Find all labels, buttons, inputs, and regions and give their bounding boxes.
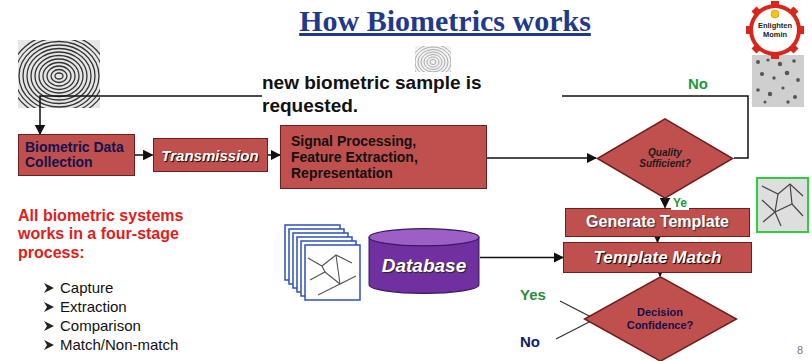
process-box: Transmission [153, 138, 268, 172]
connector-arrow [487, 157, 596, 159]
decision-diamond: Decision Confidence? [583, 276, 738, 361]
minutiae-image [757, 178, 808, 232]
edge-label: No [686, 76, 710, 93]
connector-arrow [268, 154, 281, 156]
fingerprint-dots [752, 55, 804, 107]
connector-arrow [664, 199, 666, 208]
process-box: Template Match [563, 242, 752, 273]
node-label: Quality Sufficient? [622, 147, 708, 170]
connector-arrow [480, 257, 563, 259]
slide-title: How Biometrics works [230, 4, 660, 38]
node-label: Transmission [161, 147, 258, 164]
node-content: Database [368, 228, 480, 294]
template-stack [285, 225, 360, 300]
logo-gear [746, 1, 804, 59]
node-content: Biometric Data Collection [19, 135, 134, 175]
outcome-label: No [520, 334, 560, 351]
node-label: Generate Template [586, 213, 729, 231]
page-number: 8 [797, 344, 809, 356]
node-label: Biometric Data Collection [25, 140, 128, 171]
node-content: Template Match [564, 243, 751, 272]
node-content: Signal Processing, Feature Extraction, R… [281, 126, 486, 188]
outcome-label: Yes [520, 287, 560, 304]
bullet-item: Capture [60, 279, 260, 297]
node-label: Database [382, 255, 467, 277]
node-content: Generate Template [566, 209, 749, 236]
bullet-item: Match/Non-match [60, 336, 260, 354]
node-label: Signal Processing, Feature Extraction, R… [291, 133, 456, 181]
edge-label: Ye [671, 197, 689, 210]
logo-text: Enlighten Momin [753, 22, 797, 39]
node-label: Decision Confidence? [612, 306, 708, 331]
diamond-outline [583, 276, 738, 361]
decision-diamond: Quality Sufficient? [596, 118, 734, 199]
node-content: Quality Sufficient? [596, 118, 734, 199]
side-note: All biometric systems works in a four-st… [18, 207, 218, 262]
process-box: Biometric Data Collection [18, 134, 135, 176]
process-box: Generate Template [565, 208, 750, 237]
node-label: Template Match [594, 248, 722, 268]
node-content: Transmission [154, 139, 267, 171]
note-text: new biometric sample is requested. [262, 72, 562, 118]
process-box: Signal Processing, Feature Extraction, R… [280, 125, 487, 189]
node-content: Decision Confidence? [583, 276, 738, 361]
connector-arrow [659, 273, 661, 276]
database-cylinder: Database [368, 228, 480, 294]
template-fingerprint [308, 255, 356, 295]
fingerprint-image [11, 35, 107, 118]
bullet-item: Extraction [60, 298, 260, 316]
connector-arrow [135, 154, 153, 156]
bullet-arrows [44, 283, 54, 350]
bullet-item: Comparison [60, 317, 260, 335]
